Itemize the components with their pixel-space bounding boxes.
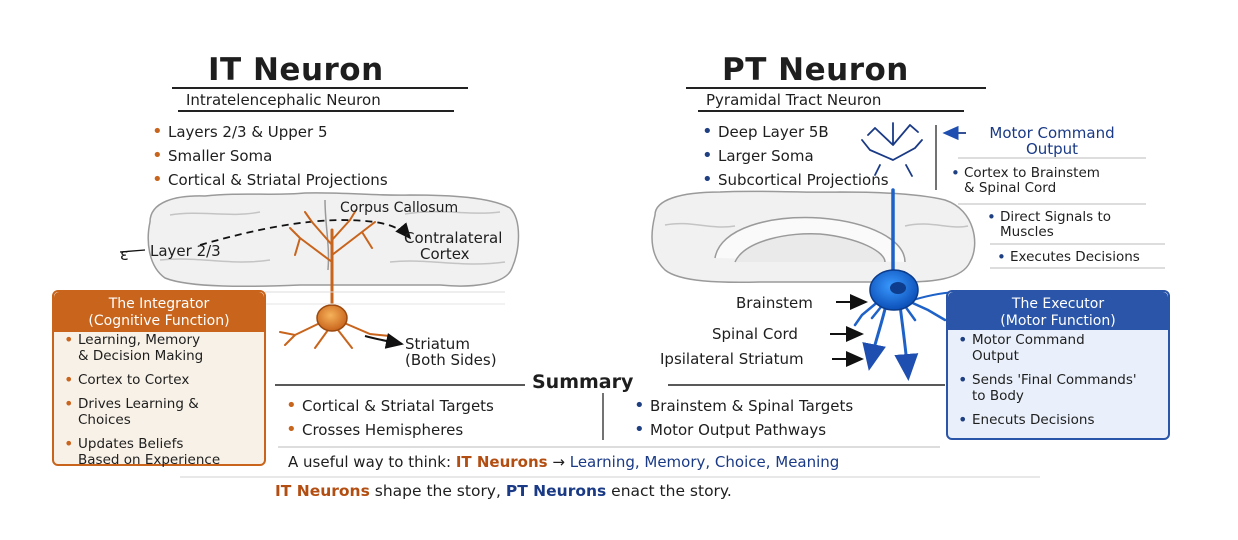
striatum-sides-label: (Both Sides) [405,351,497,369]
contralateral-cortex-label: Cortex [420,245,470,263]
it-title: IT Neuron [208,52,384,88]
motor-command-output-label: Motor Command Output [989,124,1115,158]
brainstem-label: Brainstem [736,294,813,312]
pt-right-item: Cortex to Brainstem& Spinal Cord [948,166,1100,196]
closing-it-term: IT Neurons [275,482,370,500]
summary-it-item: Crosses Hemispheres [284,418,494,442]
pt-brain-illustration [651,190,976,284]
ipsilateral-striatum-label: Ipsilateral Striatum [660,350,804,368]
pt-right-item: Executes Decisions [994,250,1140,266]
pt-bullet: Subcortical Projections [700,168,889,192]
spinal-cord-label: Spinal Cord [712,325,798,343]
corpus-callosum-label: Corpus Callosum [340,200,459,216]
executor-box-header: The Executor (Motor Function) [948,292,1168,330]
summary-title: Summary [532,371,634,393]
striatum-label: Striatum [405,335,470,353]
contralateral-label: Contralateral [404,229,503,247]
closing-mid: shape the story, [369,482,506,500]
pt-right-list-1: Cortex to Brainstem& Spinal Cord [948,166,1100,196]
useful-suffix: Learning, Memory, Choice, Meaning [569,453,840,471]
svg-text:ε: ε [120,245,129,264]
integrator-list: Learning, Memory& Decision Making Cortex… [62,332,220,476]
useful-arrow: → [552,453,565,471]
closing-pt-term: PT Neurons [505,482,607,500]
integrator-box-header: The Integrator (Cognitive Function) [54,292,264,332]
useful-it-term: IT Neurons [455,453,548,471]
it-bullet: Layers 2/3 & Upper 5 [150,120,388,144]
closing-line: IT Neurons shape the story, PT Neurons e… [275,482,732,500]
integrator-box: The Integrator (Cognitive Function) Lear… [52,290,266,468]
layer-2-3-label: Layer 2/3 [150,242,221,260]
integrator-title: The Integrator [108,296,210,312]
executor-box: The Executor (Motor Function) Motor Comm… [946,290,1170,440]
integrator-subtitle: (Cognitive Function) [88,313,230,329]
pt-right-list-3: Executes Decisions [994,250,1140,266]
executor-item: Sends 'Final Commands'to Body [956,372,1137,404]
integrator-item: Learning, Memory& Decision Making [62,332,220,364]
executor-title: The Executor [1011,296,1105,312]
it-bullet: Smaller Soma [150,144,388,168]
integrator-item: Drives Learning &Choices [62,396,220,428]
closing-end: enact the story. [606,482,732,500]
it-neuron-illustration [279,209,391,349]
summary-it-list: Cortical & Striatal Targets Crosses Hemi… [284,394,494,442]
summary-pt-list: Brainstem & Spinal Targets Motor Output … [632,394,853,442]
executor-subtitle: (Motor Function) [1000,313,1116,329]
pt-subtitle-rule [698,110,964,112]
summary-it-item: Cortical & Striatal Targets [284,394,494,418]
useful-way-line: A useful way to think: IT Neurons → Lear… [288,453,839,471]
useful-prefix: A useful way to think: [288,453,452,471]
it-subtitle: Intratelencephalic Neuron [186,91,381,109]
pt-bullet: Deep Layer 5B [700,120,889,144]
executor-item: Enecuts Decisions [956,412,1137,428]
summary-pt-item: Brainstem & Spinal Targets [632,394,853,418]
pt-title-rule [686,87,986,89]
it-title-rule [172,87,468,89]
it-subtitle-rule [178,110,454,112]
it-bullet: Cortical & Striatal Projections [150,168,388,192]
pt-subtitle: Pyramidal Tract Neuron [706,91,882,109]
integrator-item: Cortex to Cortex [62,372,220,388]
it-bullet-list: Layers 2/3 & Upper 5 Smaller Soma Cortic… [150,120,388,192]
pt-bullet-list: Deep Layer 5B Larger Soma Subcortical Pr… [700,120,889,192]
summary-pt-item: Motor Output Pathways [632,418,853,442]
pt-title: PT Neuron [722,52,909,88]
pt-bullet: Larger Soma [700,144,889,168]
